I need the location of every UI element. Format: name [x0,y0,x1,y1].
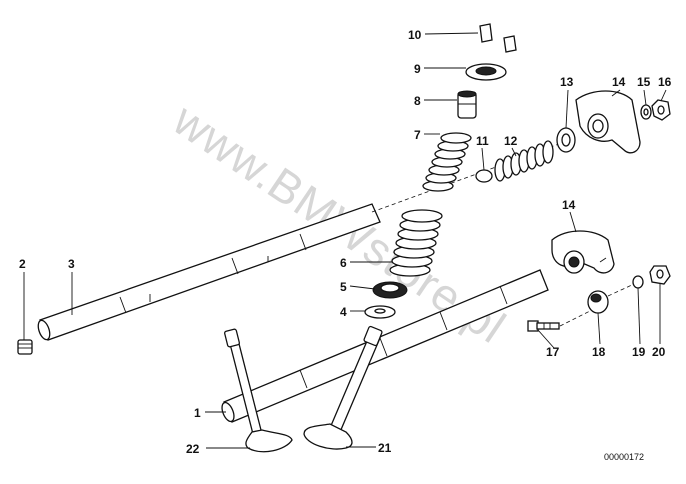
shaft-plug [17,339,33,355]
valve-guide [457,90,477,119]
leader-lines [23,32,667,449]
callout-8: 8 [414,94,421,108]
callout-17: 17 [546,345,560,359]
callout-11: 11 [476,134,489,148]
thrust-ring [475,169,493,183]
callout-9: 9 [414,62,421,76]
adjusting-bolt [527,305,601,332]
valve-21 [303,325,383,450]
callout-7: 7 [414,128,421,142]
callout-12: 12 [504,134,518,148]
valve-seal [364,305,396,319]
rocker-spring [494,140,554,182]
callout-6: 6 [340,256,347,270]
washer-15 [640,104,652,120]
eccentric-18 [587,283,635,314]
rocker-arm-upper [575,90,641,154]
callout-22: 22 [186,442,200,456]
callout-14-upper: 14 [612,75,626,89]
washer-13 [556,127,576,153]
washer-19 [632,275,644,289]
valve-spring-outer [389,209,443,277]
callout-3: 3 [68,257,75,271]
diagram-code: 00000172 [604,452,644,462]
nut-20 [649,265,671,285]
callout-15: 15 [637,75,651,89]
callout-5: 5 [340,280,347,294]
callout-16: 16 [658,75,672,89]
callout-19: 19 [632,345,646,359]
rocker-shaft-lower [221,269,549,423]
nut-16 [651,99,671,121]
callout-14-lower: 14 [562,198,576,212]
spring-retainer [465,63,507,81]
valve-spring-inner [422,132,472,192]
callout-1: 1 [194,406,201,420]
callout-21: 21 [378,441,392,455]
callout-2: 2 [19,257,26,271]
callout-4: 4 [340,305,347,319]
rocker-arm-lower [551,230,615,274]
callout-20: 20 [652,345,666,359]
callout-18: 18 [592,345,606,359]
callout-labels: 1 2 3 4 5 6 7 8 9 10 11 12 13 14 14 15 1… [19,28,672,456]
valve-keepers [479,23,517,53]
callout-10: 10 [408,28,422,42]
spring-seat [372,281,408,299]
callout-13: 13 [560,75,574,89]
valve-22 [224,328,293,453]
